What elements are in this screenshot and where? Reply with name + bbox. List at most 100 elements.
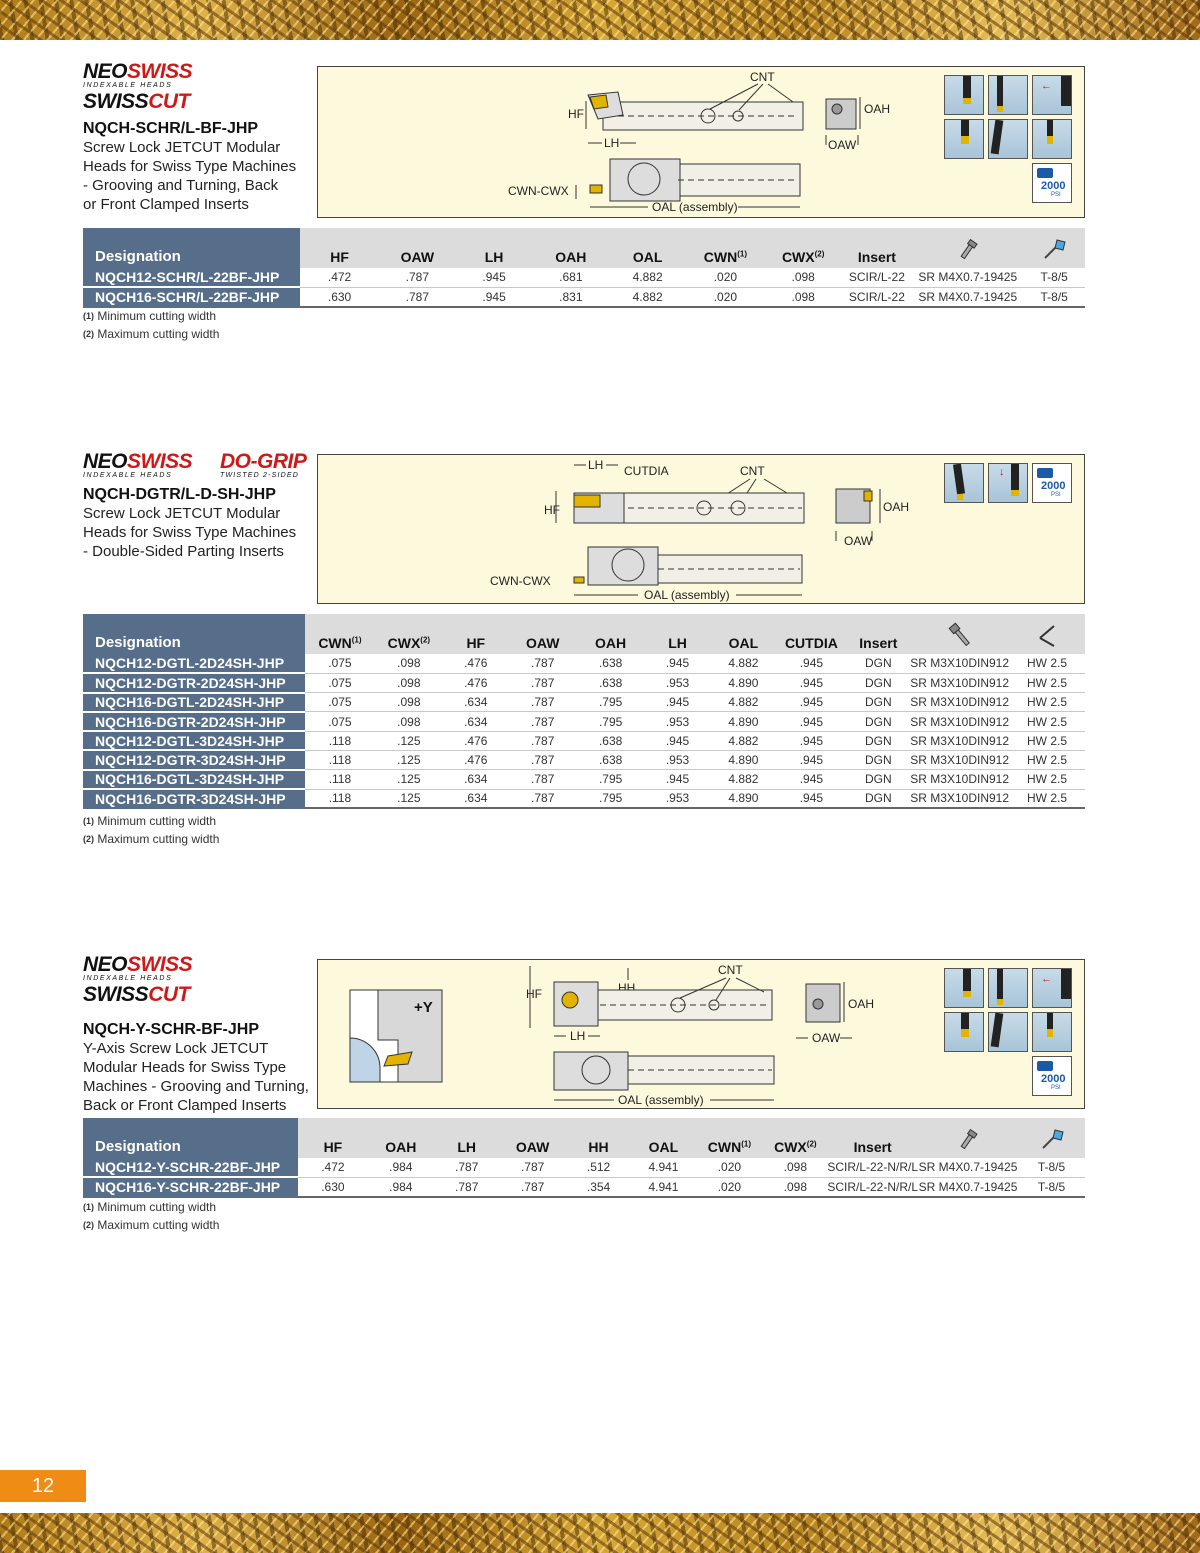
table-cell: .512 [565, 1158, 632, 1178]
table-cell: .098 [764, 287, 842, 308]
table-cell: .476 [442, 673, 509, 694]
table-cell: .945 [776, 711, 847, 732]
table-cell: DGN [846, 731, 911, 751]
table-cell: HW 2.5 [1009, 731, 1085, 751]
table-cell: .630 [297, 1177, 368, 1198]
swisscut-logo: SWISSCUT [83, 90, 190, 113]
neoswiss-logo-subtitle: INDEXABLE HEADS [83, 472, 173, 479]
footnotes: (1) Minimum cutting width (2) Maximum cu… [83, 814, 220, 846]
tool-drawing: +Y HF HH CNT LH OAH OAW [349, 963, 874, 1107]
table-cell: .787 [508, 731, 577, 751]
table-cell: .634 [442, 692, 509, 713]
label-hf: HF [568, 107, 584, 121]
product-section-dgtr: NEOSWISS INDEXABLE HEADS DO-GRIP TWISTED… [83, 451, 1085, 852]
angled-grooving-icon [988, 119, 1028, 159]
back-turning-icon: ← [1032, 75, 1072, 115]
neoswiss-logo: NEOSWISS [83, 953, 193, 976]
footnotes: (1) Minimum cutting width (2) Maximum cu… [83, 1200, 220, 1232]
decorative-bottom-band [0, 1513, 1200, 1553]
hex-wrench-icon [1009, 614, 1085, 654]
product-section-y-schr: NEOSWISS INDEXABLE HEADS SWISSCUT NQCH-Y… [83, 953, 1085, 1245]
designation-cell: NQCH12-DGTL-3D24SH-JHP [83, 731, 305, 752]
label-lh: LH [604, 136, 619, 150]
plunge-icon [944, 1012, 984, 1052]
col-header: Insert [841, 228, 913, 268]
designation-cell: NQCH12-DGTL-2D24SH-JHP [83, 654, 305, 675]
back-turning-icon: ← [1032, 968, 1072, 1008]
col-header: Insert [827, 1118, 919, 1158]
col-header: LH [433, 1118, 500, 1158]
table-row: NQCH12-DGTR-3D24SH-JHP.118.125.476.787.6… [83, 750, 1085, 771]
table-cell: 4.882 [710, 769, 777, 790]
col-header: OAL [609, 228, 686, 268]
table-cell: .638 [576, 654, 645, 674]
table-cell: .020 [686, 287, 765, 308]
spec-table: Designation HF OAW LH OAH OAL CWN(1) CWX… [83, 228, 1085, 308]
label-cnt: CNT [750, 70, 775, 84]
table-cell: DGN [846, 769, 911, 790]
table-cell: .953 [644, 750, 711, 771]
table-cell: .472 [297, 1158, 368, 1178]
table-cell: .831 [532, 287, 610, 308]
table-cell: .098 [374, 654, 443, 674]
table-cell: .118 [304, 750, 375, 771]
angled-grooving-icon [988, 1012, 1028, 1052]
screw-icon [912, 228, 1024, 268]
table-cell: .787 [508, 769, 577, 790]
table-cell: .638 [576, 731, 645, 751]
label-oah: OAH [883, 500, 909, 514]
label-oaw: OAW [812, 1031, 841, 1045]
designation-cell: NQCH12-DGTR-3D24SH-JHP [83, 750, 305, 771]
table-cell: .118 [304, 789, 375, 810]
label-oal: OAL (assembly) [644, 588, 730, 602]
table-cell: .020 [686, 268, 765, 288]
tool-diagram-panel: LH CUTDIA CNT HF OAH OAW CWN-CWX OAL (a [317, 454, 1085, 604]
table-cell: .098 [764, 268, 842, 288]
table-cell: SR M3X10DIN912 [910, 731, 1010, 751]
table-cell: .638 [576, 750, 645, 771]
table-cell: .098 [374, 692, 443, 713]
table-cell: 4.941 [631, 1158, 696, 1178]
table-cell: .945 [776, 769, 847, 790]
tool-diagram-panel: CNT HF LH OAH OAW CWN-CWX OAL (assembly) [317, 66, 1085, 218]
label-cwn-cwx: CWN-CWX [490, 574, 551, 588]
tool-drawing: LH CUTDIA CNT HF OAH OAW CWN-CWX OAL (a [490, 458, 909, 602]
table-cell: .787 [378, 287, 456, 308]
threading-icon [1032, 1012, 1072, 1052]
col-header: CWX(2) [764, 228, 842, 268]
table-cell: .476 [442, 654, 509, 674]
table-cell: SR M3X10DIN912 [910, 789, 1010, 810]
table-cell: .787 [508, 750, 577, 771]
table-cell: .953 [644, 673, 711, 694]
product-description: Screw Lock JETCUT Modular Heads for Swis… [83, 505, 297, 560]
table-cell: .638 [576, 673, 645, 694]
designation-cell: NQCH12-SCHR/L-22BF-JHP [83, 268, 301, 289]
table-cell: 4.882 [710, 692, 777, 713]
table-cell: .787 [433, 1158, 500, 1178]
table-cell: SR M3X10DIN912 [910, 750, 1010, 771]
screw-icon [918, 1118, 1018, 1158]
table-cell: .125 [374, 750, 443, 771]
designation-cell: NQCH16-DGTR-2D24SH-JHP [83, 711, 305, 733]
table-row: NQCH16-DGTR-2D24SH-JHP.075.098.634.787.7… [83, 711, 1085, 733]
plunge-icon [944, 119, 984, 159]
face-grooving-icon [988, 968, 1028, 1008]
label-lh: LH [570, 1029, 585, 1043]
label-lh: LH [588, 458, 603, 472]
table-cell: .098 [374, 711, 443, 732]
table-cell: .945 [644, 654, 711, 674]
table-cell: .125 [374, 731, 443, 751]
col-header: HF [297, 1118, 368, 1158]
table-cell: SCIR/L-22-N/R/L [827, 1158, 919, 1178]
label-oal: OAL (assembly) [618, 1093, 704, 1107]
table-cell: 4.890 [710, 711, 777, 732]
table-cell: SR M3X10DIN912 [910, 711, 1010, 732]
col-header: CWX(2) [763, 1118, 828, 1158]
table-cell: T-8/5 [1023, 287, 1085, 308]
table-cell: .634 [442, 711, 509, 732]
table-cell: SR M4X0.7-19425 [918, 1177, 1018, 1198]
table-cell: .984 [367, 1177, 434, 1198]
brand-block: NEOSWISS INDEXABLE HEADS SWISSCUT NQCH-S… [83, 61, 318, 214]
